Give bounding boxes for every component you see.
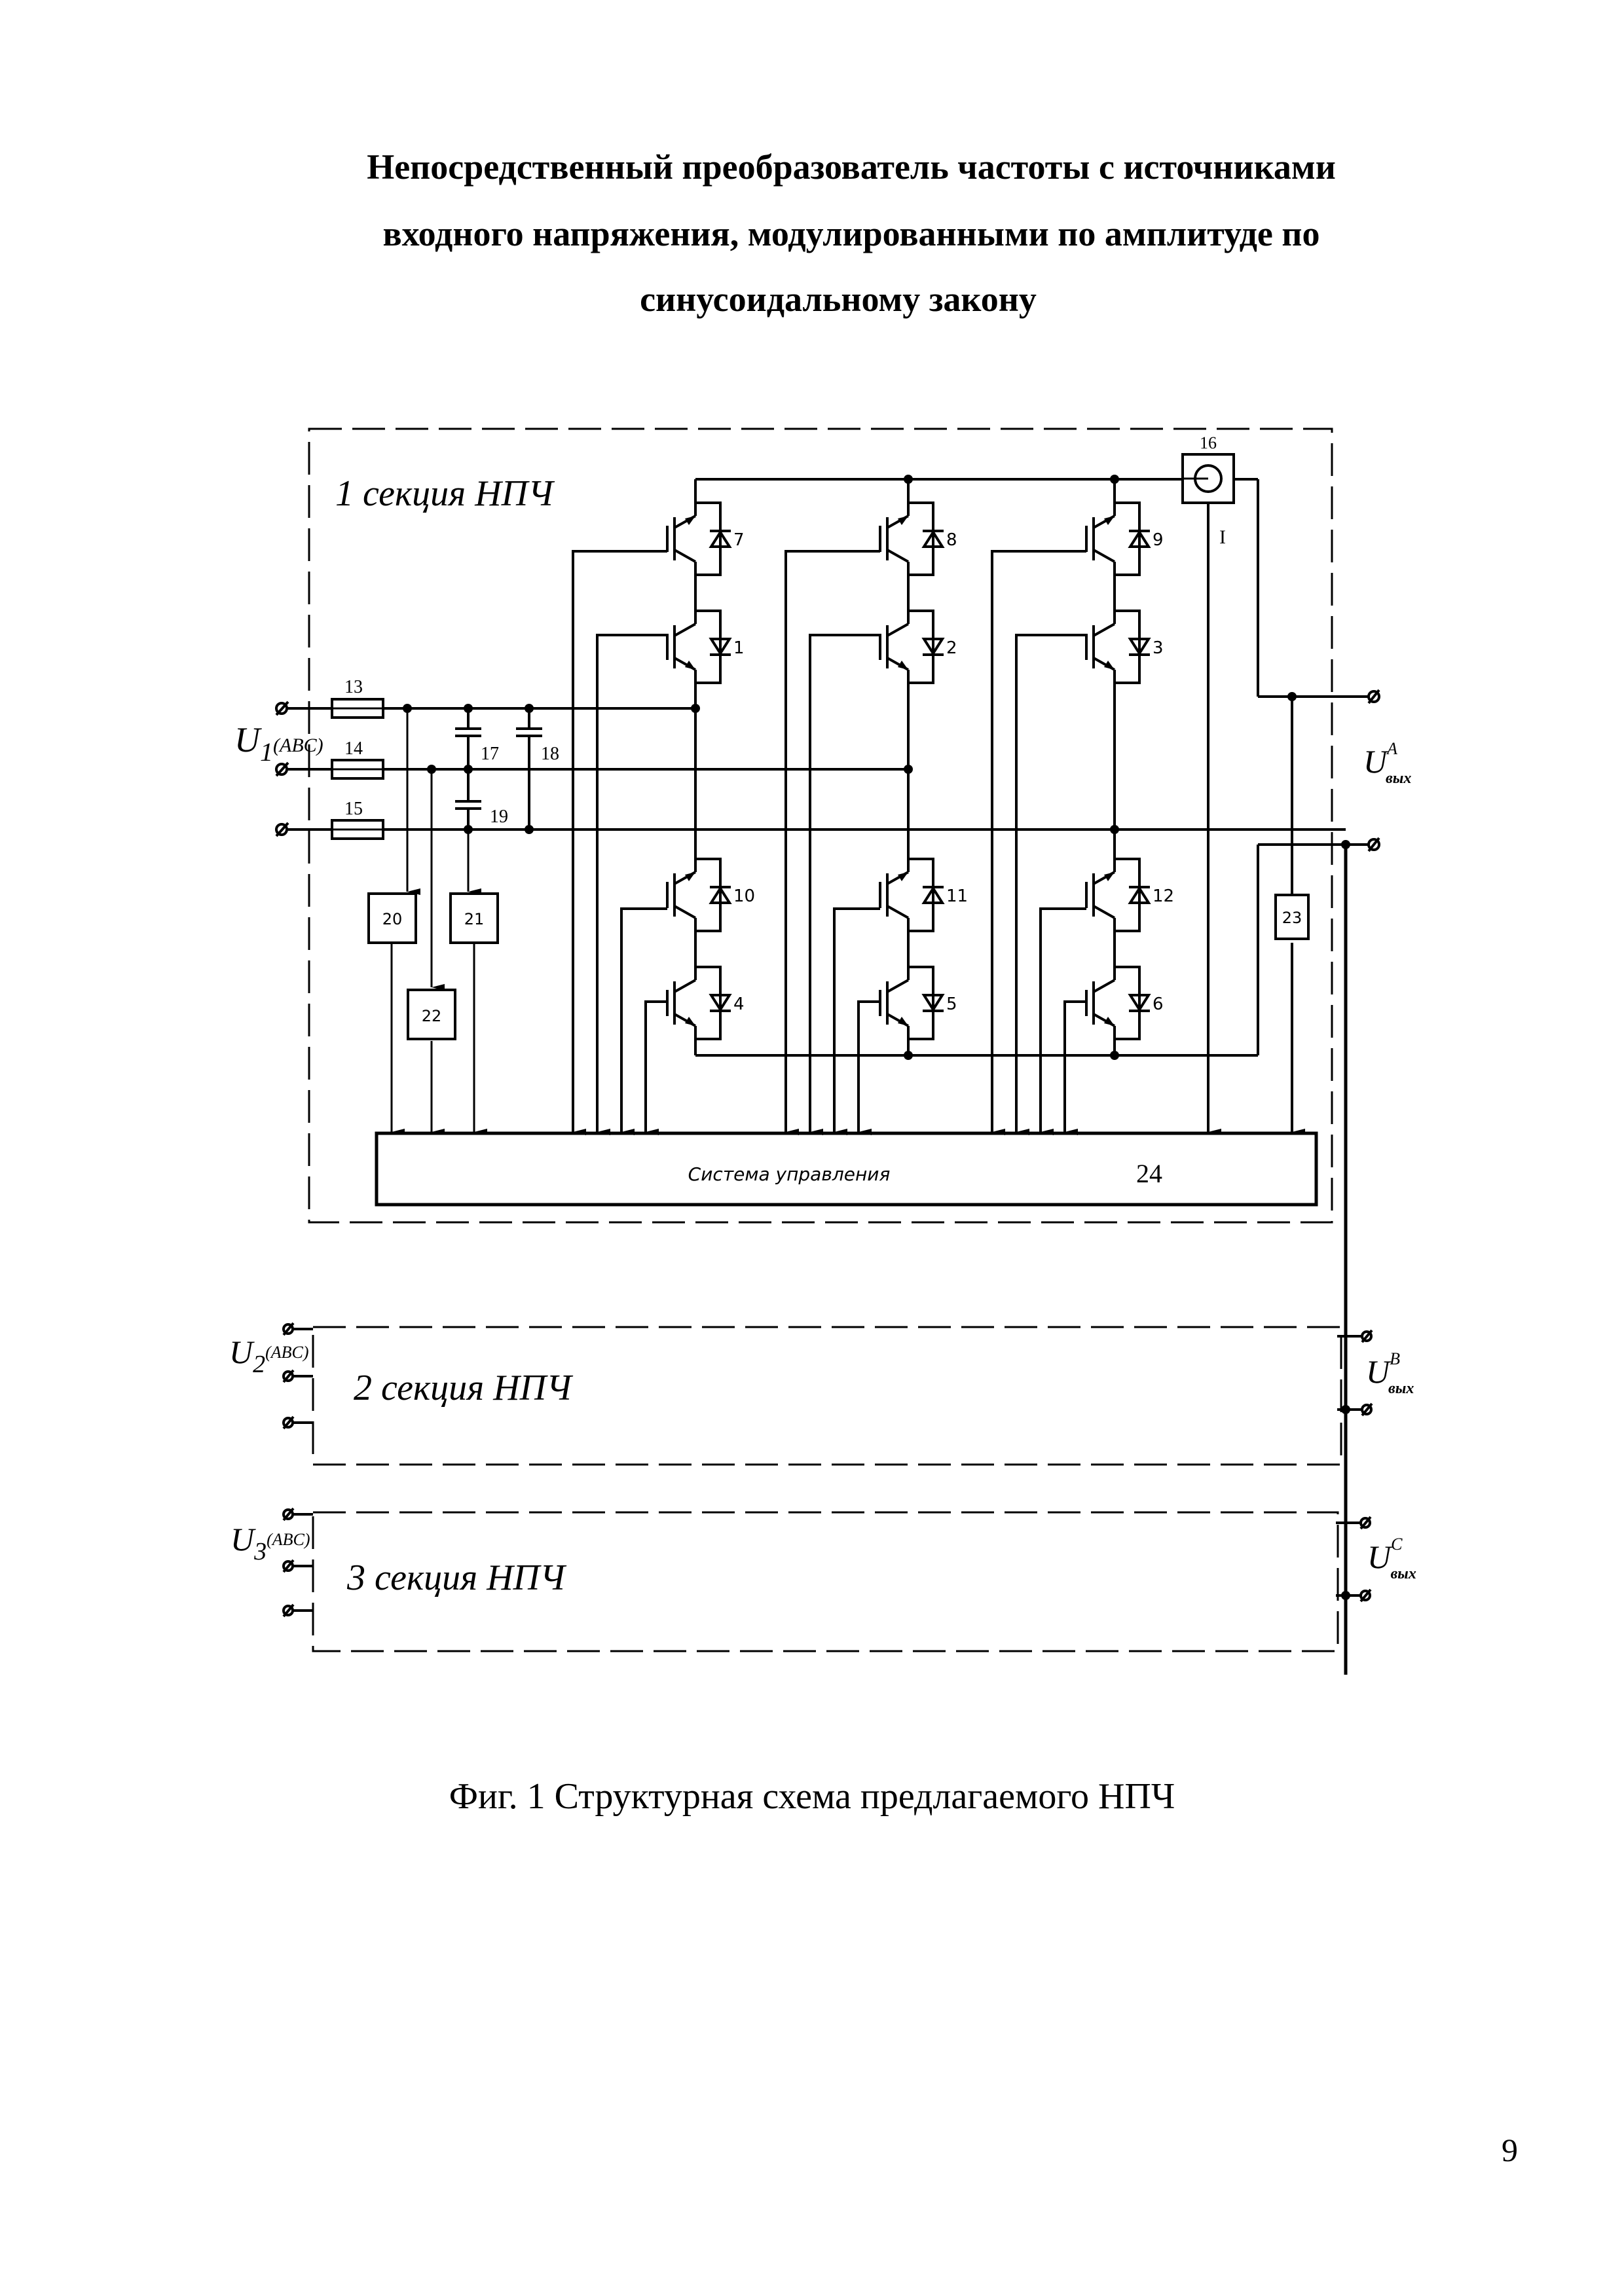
svg-text:20: 20 (382, 910, 403, 928)
igbt-1: 1 (666, 610, 745, 684)
igbt-2: 2 (879, 610, 957, 684)
igbt-9-label: 9 (1153, 530, 1164, 550)
top-bus-dots (904, 475, 1297, 701)
igbt-9: 9 (1085, 501, 1164, 576)
igbt-6: 6 (1085, 966, 1164, 1040)
sensor-block-23: 23 (1274, 894, 1310, 940)
igbt-legs: 7 1 10 4 8 2 11 5 9 3 12 6 (572, 479, 1174, 1135)
voltage-sensor-wiring (390, 708, 487, 1135)
svg-text:Система управления: Система управления (688, 1163, 891, 1185)
igbt-2-label: 2 (946, 638, 957, 658)
capacitor-18-label: 18 (541, 744, 559, 764)
output-terminals-a (1367, 689, 1380, 852)
page-number: 9 (1502, 2132, 1518, 2168)
capacitor-17-label: 17 (481, 744, 499, 764)
section-2-label: 2 секция НПЧ (354, 1368, 574, 1408)
igbt-4-label: 4 (733, 994, 745, 1014)
igbt-5-label: 5 (946, 994, 957, 1014)
igbt-1-label: 1 (733, 638, 745, 658)
sensor-block-21: 21 (449, 892, 499, 944)
sensor-block-22: 22 (407, 989, 456, 1040)
top-bus (695, 478, 1369, 698)
igbt-8-label: 8 (946, 530, 957, 550)
figure-caption: Фиг. 1 Структурная схема предлагаемого Н… (449, 1776, 1175, 1817)
svg-text:23: 23 (1282, 909, 1302, 927)
input-terminals-section-3 (282, 1507, 313, 1618)
input-label-section-1: U1(ABC) (234, 720, 323, 767)
document-title-line-3: синусоидальному закону (640, 280, 1037, 319)
igbt-10-label: 10 (733, 886, 755, 906)
input-label-section-3: U3(ABC) (231, 1521, 310, 1565)
igbt-12-label: 12 (1153, 886, 1174, 906)
sensor-block-20: 20 (367, 892, 417, 944)
current-symbol: I (1219, 526, 1226, 548)
igbt-11-label: 11 (946, 886, 968, 906)
fuse-15-label: 15 (344, 799, 363, 819)
output-terminals-c (1336, 1516, 1372, 1603)
igbt-3-label: 3 (1153, 638, 1164, 658)
output-a-wiring (695, 697, 1369, 1135)
igbt-8: 8 (879, 501, 957, 576)
svg-text:22: 22 (422, 1007, 442, 1025)
igbt-3: 3 (1085, 610, 1164, 684)
igbt-11: 11 (879, 858, 968, 932)
igbt-6-label: 6 (1153, 994, 1164, 1014)
svg-text:16: 16 (1200, 433, 1217, 452)
igbt-12: 12 (1085, 858, 1174, 932)
document-title-line-2: входного напряжения, модулированными по … (382, 214, 1320, 253)
control-system-24: Система управления 24 (375, 1131, 1318, 1207)
section-1-frame (308, 428, 1333, 1224)
igbt-5: 5 (879, 966, 957, 1040)
igbt-7-label: 7 (733, 530, 745, 550)
svg-text:24: 24 (1136, 1159, 1162, 1188)
capacitor-19-label: 19 (490, 807, 508, 827)
igbt-4: 4 (666, 966, 745, 1040)
section-3-frame (312, 1511, 1339, 1652)
fuses: 13 14 15 (331, 677, 384, 840)
igbt-7: 7 (666, 501, 745, 576)
document-title-line-1: Непосредственный преобразователь частоты… (367, 147, 1336, 187)
svg-text:21: 21 (464, 910, 485, 928)
section-3-label: 3 секция НПЧ (346, 1558, 567, 1598)
input-terminals-section-1 (275, 701, 289, 837)
phase-lines (287, 707, 1346, 831)
input-label-section-2: U2(ABC) (229, 1334, 309, 1378)
fuse-14-label: 14 (344, 738, 363, 759)
current-sensor-16: 16 I (1181, 433, 1235, 1135)
fuse-13-label: 13 (344, 677, 363, 697)
igbt-10: 10 (666, 858, 755, 932)
section-2-frame (312, 1326, 1342, 1466)
section-1-label: 1 секция НПЧ (335, 473, 555, 514)
input-terminals-section-2 (282, 1322, 313, 1430)
